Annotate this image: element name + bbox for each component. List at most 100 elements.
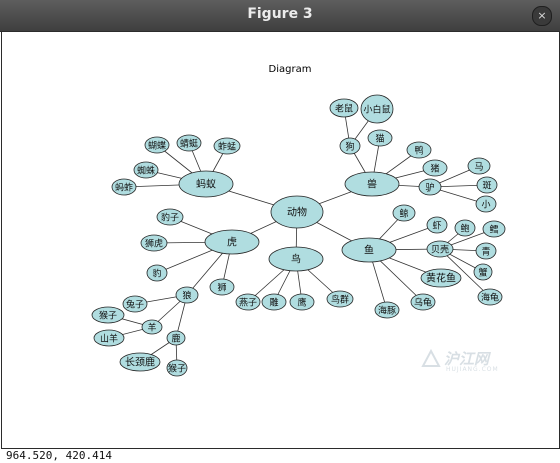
node-shape-s10 bbox=[475, 195, 497, 213]
window-title: Figure 3 bbox=[247, 6, 313, 22]
node-label-f2: 虾 bbox=[432, 220, 441, 232]
node-shape-s5 bbox=[406, 141, 432, 159]
node-label-f5: 贝壳 bbox=[431, 244, 449, 256]
node-s7: 驴 bbox=[418, 178, 442, 196]
node-label-a2: 蜻蜓 bbox=[180, 138, 198, 150]
node-label-w6: 长颈鹿 bbox=[125, 356, 155, 369]
node-bird: 鸟 bbox=[268, 246, 324, 272]
node-label-f8: 海龟 bbox=[481, 292, 499, 304]
node-shape-s1 bbox=[329, 98, 359, 118]
node-label-t3: 豹 bbox=[152, 268, 161, 280]
node-shape-s2 bbox=[360, 94, 394, 124]
node-shape-f4 bbox=[482, 220, 506, 238]
figure-canvas: Diagram 动物蚂蚁虎鸟鱼兽蝴蝶蜻蜓蚱蜢蜘蛛蚂蚱豹子狮虎豹狼狮兔子猴子羊山羊… bbox=[1, 32, 560, 449]
node-label-s4: 猫 bbox=[375, 133, 384, 145]
node-label-root: 动物 bbox=[287, 206, 307, 219]
node-label-b1: 燕子 bbox=[239, 297, 257, 309]
node-f10: 乌龟 bbox=[410, 293, 436, 311]
node-b2: 雕 bbox=[261, 293, 287, 311]
diagram-title: Diagram bbox=[269, 64, 312, 75]
node-label-t1: 豹子 bbox=[161, 212, 179, 224]
node-f7: 蟹 bbox=[473, 263, 493, 281]
node-label-b3: 鹰 bbox=[297, 297, 306, 309]
node-label-b2: 雕 bbox=[269, 297, 278, 309]
node-f6: 青 bbox=[475, 242, 497, 260]
node-label-f9: 黄花鱼 bbox=[426, 272, 456, 285]
close-icon[interactable]: × bbox=[532, 6, 552, 26]
node-label-s1: 老鼠 bbox=[335, 103, 353, 115]
node-shape-a1 bbox=[144, 136, 170, 154]
node-shape-fish bbox=[341, 237, 397, 263]
diagram-nodes: 动物蚂蚁虎鸟鱼兽蝴蝶蜻蜓蚱蜢蜘蛛蚂蚱豹子狮虎豹狼狮兔子猴子羊山羊鹿长颈鹿猴子燕子… bbox=[91, 94, 506, 377]
cursor-coords: 964.520, 420.414 bbox=[6, 449, 112, 462]
node-beast: 兽 bbox=[344, 171, 400, 197]
node-shape-t1 bbox=[156, 208, 184, 226]
node-label-ant: 蚂蚁 bbox=[196, 178, 216, 191]
node-label-f10: 乌龟 bbox=[414, 297, 432, 309]
node-label-s2: 小白鼠 bbox=[363, 104, 390, 116]
node-shape-w7 bbox=[166, 359, 188, 377]
node-b1: 燕子 bbox=[235, 293, 261, 311]
node-shape-t5 bbox=[209, 278, 235, 296]
node-s3: 狗 bbox=[339, 137, 361, 155]
node-label-s3: 狗 bbox=[345, 141, 354, 153]
node-label-w7: 猴子 bbox=[168, 363, 186, 375]
node-t5: 狮 bbox=[209, 278, 235, 296]
node-shape-a4 bbox=[133, 161, 159, 179]
node-root: 动物 bbox=[270, 195, 324, 229]
watermark-icon bbox=[421, 348, 441, 367]
node-a4: 蜘蛛 bbox=[133, 161, 159, 179]
node-shape-b3 bbox=[289, 293, 315, 311]
node-shape-b1 bbox=[235, 293, 261, 311]
node-t2: 狮虎 bbox=[140, 234, 168, 252]
node-shape-f1 bbox=[392, 204, 416, 222]
node-b4: 鸟群 bbox=[326, 290, 354, 308]
node-shape-f2 bbox=[426, 216, 448, 234]
node-shape-bird bbox=[268, 246, 324, 272]
node-w2: 猴子 bbox=[91, 306, 125, 324]
node-shape-a3 bbox=[213, 137, 241, 155]
node-f8: 海龟 bbox=[477, 288, 503, 306]
node-label-s5: 鸭 bbox=[414, 145, 423, 157]
node-shape-s3 bbox=[339, 137, 361, 155]
node-label-s6: 猪 bbox=[430, 163, 439, 175]
node-s9: 斑 bbox=[476, 176, 498, 194]
edge-f5-f8 bbox=[439, 248, 491, 298]
node-label-b4: 鸟群 bbox=[331, 294, 349, 306]
watermark-brand: 沪江网 bbox=[444, 350, 490, 368]
node-shape-f7 bbox=[473, 263, 493, 281]
node-shape-w2 bbox=[91, 306, 125, 324]
diagram-svg: Diagram 动物蚂蚁虎鸟鱼兽蝴蝶蜻蜓蚱蜢蜘蛛蚂蚱豹子狮虎豹狼狮兔子猴子羊山羊… bbox=[91, 64, 506, 377]
node-s5: 鸭 bbox=[406, 141, 432, 159]
node-label-f3: 鲍 bbox=[460, 223, 469, 235]
node-f5: 贝壳 bbox=[426, 240, 454, 258]
node-label-s10: 小 bbox=[481, 200, 490, 211]
node-shape-s8 bbox=[467, 157, 491, 175]
node-w1: 兔子 bbox=[122, 295, 148, 313]
node-shape-b2 bbox=[261, 293, 287, 311]
watermark-logo: 沪江网 HUJIANG.COM bbox=[420, 348, 515, 378]
node-a1: 蝴蝶 bbox=[144, 136, 170, 154]
window-titlebar: Figure 3 × bbox=[0, 0, 560, 32]
node-shape-f6 bbox=[475, 242, 497, 260]
node-w3: 羊 bbox=[141, 319, 163, 335]
node-a3: 蚱蜢 bbox=[213, 137, 241, 155]
node-w6: 长颈鹿 bbox=[119, 352, 161, 372]
node-shape-t2 bbox=[140, 234, 168, 252]
node-label-t5: 狮 bbox=[217, 283, 226, 294]
node-shape-w1 bbox=[122, 295, 148, 313]
node-shape-b4 bbox=[326, 290, 354, 308]
node-label-beast: 兽 bbox=[367, 178, 377, 191]
node-shape-f8 bbox=[477, 288, 503, 306]
node-shape-root bbox=[270, 195, 324, 229]
node-tiger: 虎 bbox=[204, 229, 260, 255]
node-f4: 鳕 bbox=[482, 220, 506, 238]
node-shape-beast bbox=[344, 171, 400, 197]
node-shape-f11 bbox=[374, 301, 400, 319]
node-label-fish: 鱼 bbox=[364, 244, 374, 257]
node-label-t4: 狼 bbox=[182, 290, 191, 302]
node-shape-tiger bbox=[204, 229, 260, 255]
node-shape-f9 bbox=[420, 268, 462, 288]
node-w7: 猴子 bbox=[166, 359, 188, 377]
node-label-s8: 马 bbox=[474, 162, 483, 173]
